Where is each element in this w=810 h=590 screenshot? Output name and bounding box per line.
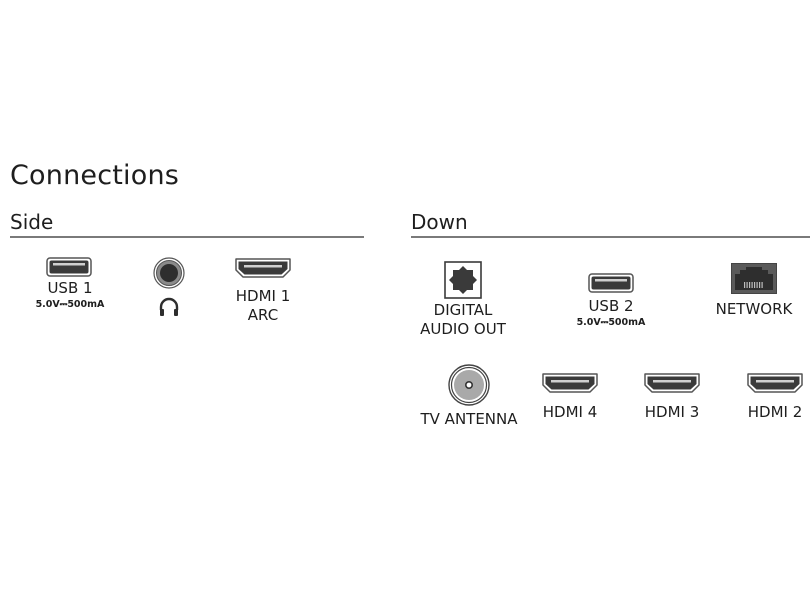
- hdmi-icon: [746, 372, 804, 394]
- tv-antenna-label: TV ANTENNA: [420, 410, 518, 428]
- network-label: NETWORK: [715, 300, 793, 318]
- audio-out-label: AUDIO OUT: [420, 320, 506, 338]
- usb1-port: [46, 257, 92, 277]
- optical-toslink-icon: [444, 261, 482, 299]
- down-divider: [411, 236, 810, 238]
- usb-a-icon: [46, 257, 92, 277]
- usb2-label: USB 2: [588, 297, 634, 315]
- page-title: Connections: [10, 160, 180, 191]
- hdmi1-label: HDMI 1: [235, 287, 291, 305]
- usb1-spec: 5.0V⎓500mA: [35, 299, 105, 310]
- usb-a-icon: [588, 273, 634, 293]
- coax-antenna-icon: [448, 364, 490, 406]
- usb2-spec: 5.0V⎓500mA: [576, 317, 646, 328]
- headphones-icon: [158, 297, 180, 317]
- hdmi2-label: HDMI 2: [747, 403, 803, 421]
- hdmi-icon: [541, 372, 599, 394]
- hdmi-icon: [643, 372, 701, 394]
- hdmi-icon: [234, 257, 292, 279]
- section-heading-down: Down: [411, 210, 468, 234]
- headphone-jack-icon: [153, 257, 185, 289]
- usb1-label: USB 1: [47, 279, 93, 297]
- side-divider: [10, 236, 364, 238]
- hdmi3-label: HDMI 3: [644, 403, 700, 421]
- hdmi4-label: HDMI 4: [542, 403, 598, 421]
- section-heading-side: Side: [10, 210, 54, 234]
- ethernet-rj45-icon: [731, 263, 777, 294]
- digital-audio-label: DIGITAL: [433, 301, 493, 319]
- hdmi1-arc-label: ARC: [247, 306, 279, 324]
